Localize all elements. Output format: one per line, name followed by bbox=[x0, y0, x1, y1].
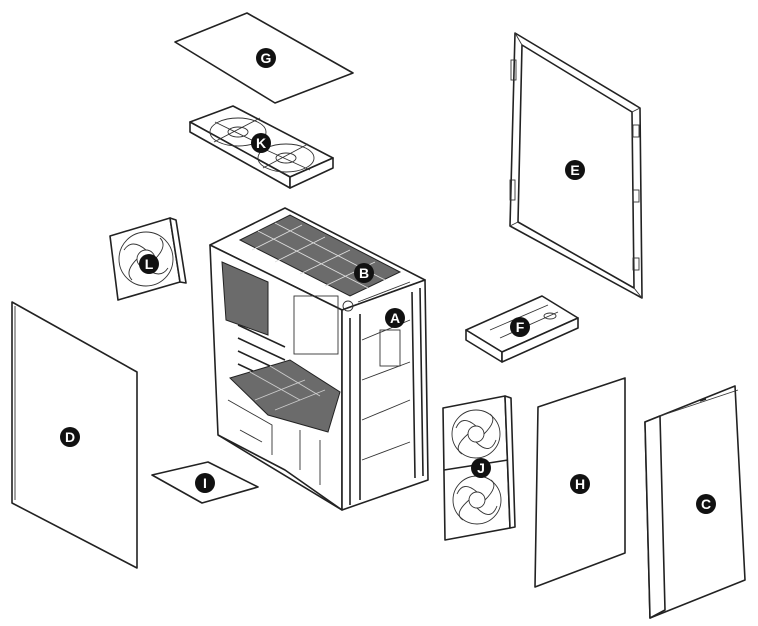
svg-text:D: D bbox=[65, 429, 75, 445]
svg-text:C: C bbox=[701, 496, 711, 512]
svg-text:K: K bbox=[256, 135, 266, 151]
badge-e: E bbox=[565, 160, 585, 180]
svg-text:F: F bbox=[516, 319, 525, 335]
badge-b: B bbox=[354, 263, 374, 283]
svg-text:L: L bbox=[145, 256, 154, 272]
part-c-front-panel bbox=[644, 385, 746, 619]
chassis-body bbox=[209, 207, 429, 511]
part-f-drive-tray bbox=[465, 295, 579, 363]
badge-a: A bbox=[385, 308, 405, 328]
badge-g: G bbox=[256, 48, 276, 68]
badge-c: C bbox=[696, 494, 716, 514]
badge-k: K bbox=[251, 133, 271, 153]
badge-i: I bbox=[195, 473, 215, 493]
badge-f: F bbox=[510, 317, 530, 337]
badge-j: J bbox=[471, 458, 491, 478]
svg-text:I: I bbox=[203, 475, 207, 491]
svg-text:A: A bbox=[390, 310, 400, 326]
badge-d: D bbox=[60, 427, 80, 447]
badge-l: L bbox=[139, 254, 159, 274]
svg-text:H: H bbox=[575, 476, 585, 492]
svg-text:E: E bbox=[570, 162, 579, 178]
svg-text:G: G bbox=[261, 50, 272, 66]
svg-text:J: J bbox=[477, 460, 485, 476]
svg-text:B: B bbox=[359, 265, 369, 281]
badge-h: H bbox=[570, 474, 590, 494]
